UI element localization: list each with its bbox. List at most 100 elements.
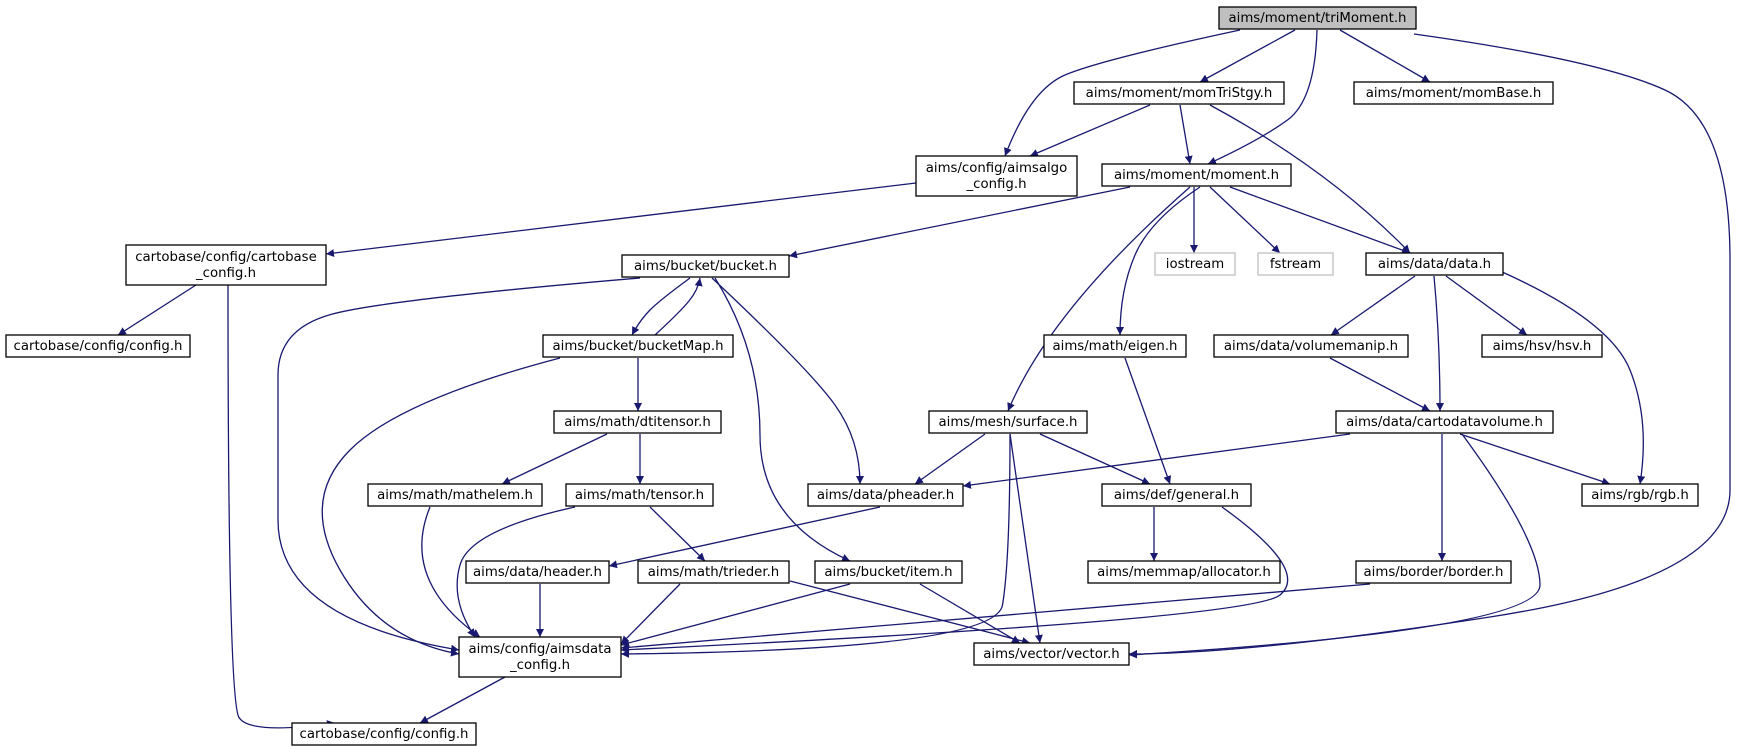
node-label: aims/math/trieder.h [648, 565, 780, 580]
node-tensor[interactable]: aims/math/tensor.h [565, 483, 714, 507]
edge-line [1330, 275, 1416, 336]
node-box [1335, 410, 1554, 434]
edge-momTriStgy-to-data [1209, 104, 1411, 254]
edge-line [620, 583, 681, 645]
node-bucketMap[interactable]: aims/bucket/bucketMap.h [542, 334, 734, 358]
node-label: aims/data/volumemanip.h [1224, 339, 1398, 354]
edge-surface-to-vector [1009, 433, 1043, 644]
node-momTriStgy[interactable]: aims/moment/momTriStgy.h [1073, 81, 1285, 105]
edge-line [1039, 433, 1151, 485]
node-cb_config1[interactable]: cartobase/config/config.h [5, 334, 191, 358]
edge-cartodatavolume-to-pheader [962, 433, 1351, 489]
edge-line [1459, 433, 1611, 486]
edge-surface-to-pheader [914, 433, 986, 485]
edge-line [1339, 29, 1431, 83]
edge-line [1179, 104, 1193, 165]
edge-item-to-aimsdata_config [620, 583, 851, 647]
edge-line [419, 676, 506, 724]
node-cb_config2[interactable]: cartobase/config/config.h [291, 722, 477, 746]
node-data[interactable]: aims/data/data.h [1365, 252, 1504, 276]
edge-line [620, 433, 1011, 658]
edge-border-to-aimsdata_config [620, 583, 1371, 652]
node-box [1355, 560, 1512, 584]
edge-pheader-to-header [608, 506, 881, 569]
edge-line [1209, 186, 1281, 254]
node-label: _config.h [195, 266, 256, 281]
edge-momTriStgy-to-moment [1179, 104, 1193, 165]
edge-line [227, 284, 336, 729]
node-box [565, 483, 714, 507]
edge-aimsdata_config-to-cb_config2 [419, 676, 506, 724]
edge-triMoment-to-aimsalgo_config [1004, 29, 1241, 157]
node-bucket[interactable]: aims/bucket/bucket.h [621, 254, 790, 278]
node-label: cartobase/config/cartobase [135, 250, 317, 265]
edges-layer [117, 29, 1731, 729]
edge-line [1124, 357, 1172, 485]
node-label: fstream [1270, 257, 1321, 272]
node-momBase[interactable]: aims/moment/momBase.h [1353, 81, 1554, 105]
node-label: aims/config/aimsalgo [926, 161, 1068, 176]
edge-bucket-to-item [714, 277, 851, 562]
edge-line [620, 583, 851, 647]
node-aimsalgo_config[interactable]: aims/config/aimsalgo_config.h [915, 155, 1078, 197]
edge-line [919, 583, 1021, 644]
node-box [1087, 560, 1281, 584]
node-mathelem[interactable]: aims/math/mathelem.h [367, 483, 543, 507]
node-box [1581, 483, 1699, 507]
node-trieder[interactable]: aims/math/trieder.h [637, 560, 790, 584]
edge-data-to-rgb [1499, 270, 1646, 485]
node-moment[interactable]: aims/moment/moment.h [1101, 163, 1292, 187]
edge-line [321, 357, 561, 657]
node-dtitensor[interactable]: aims/math/dtitensor.h [553, 410, 722, 434]
edge-line [277, 277, 641, 653]
node-box [1257, 252, 1334, 276]
node-general[interactable]: aims/def/general.h [1101, 483, 1252, 507]
node-label: aims/data/data.h [1378, 257, 1491, 272]
edge-tensor-to-aimsdata_config [456, 506, 576, 638]
node-eigen[interactable]: aims/math/eigen.h [1043, 334, 1187, 358]
edge-line [620, 583, 1371, 652]
node-box [621, 254, 790, 278]
node-cartodatavolume[interactable]: aims/data/cartodatavolume.h [1335, 410, 1554, 434]
node-surface[interactable]: aims/mesh/surface.h [928, 410, 1088, 434]
node-rgb[interactable]: aims/rgb/rgb.h [1581, 483, 1699, 507]
node-label: aims/data/pheader.h [817, 488, 954, 503]
node-vector[interactable]: aims/vector/vector.h [973, 642, 1130, 666]
node-hsv[interactable]: aims/hsv/hsv.h [1481, 334, 1603, 358]
edge-line [788, 186, 1131, 259]
edge-cartobase_config-to-cb_config2 [227, 284, 336, 729]
node-label: aims/moment/momTriStgy.h [1086, 86, 1273, 101]
node-allocator[interactable]: aims/memmap/allocator.h [1087, 560, 1281, 584]
edge-tensor-to-trieder [649, 506, 706, 562]
node-header[interactable]: aims/data/header.h [465, 560, 610, 584]
node-box [367, 483, 543, 507]
node-box [1043, 334, 1187, 358]
edge-line [1207, 29, 1318, 165]
edge-line [1029, 104, 1151, 157]
node-cartobase_config[interactable]: cartobase/config/cartobase_config.h [125, 244, 327, 286]
edge-triMoment-to-momTriStgy [1199, 29, 1296, 83]
node-label: cartobase/config/config.h [300, 727, 469, 742]
edge-momTriStgy-to-aimsalgo_config [1029, 104, 1151, 157]
node-pheader[interactable]: aims/data/pheader.h [807, 483, 964, 507]
edge-line [117, 284, 197, 336]
node-border[interactable]: aims/border/border.h [1355, 560, 1512, 584]
node-triMoment[interactable]: aims/moment/triMoment.h [1218, 6, 1417, 30]
edge-trieder-to-vector [789, 580, 1031, 645]
edge-cartobase_config-to-cb_config1 [117, 284, 197, 336]
edge-item-to-vector [919, 583, 1021, 644]
node-label: aims/math/dtitensor.h [564, 415, 711, 430]
node-volumemanip[interactable]: aims/data/volumemanip.h [1213, 334, 1409, 358]
edge-cartodatavolume-to-rgb [1459, 433, 1611, 486]
node-box [291, 722, 477, 746]
edge-triMoment-to-momBase [1339, 29, 1431, 83]
node-aimsdata_config[interactable]: aims/config/aimsdata_config.h [458, 636, 622, 678]
node-box [125, 244, 327, 286]
node-label: aims/data/header.h [473, 565, 602, 580]
node-label: aims/bucket/bucketMap.h [553, 339, 724, 354]
edge-line [631, 277, 691, 336]
node-label: aims/bucket/bucket.h [634, 259, 777, 274]
edge-volumemanip-to-cartodatavolume [1329, 357, 1431, 412]
edge-line [1433, 275, 1444, 412]
node-item[interactable]: aims/bucket/item.h [814, 560, 963, 584]
